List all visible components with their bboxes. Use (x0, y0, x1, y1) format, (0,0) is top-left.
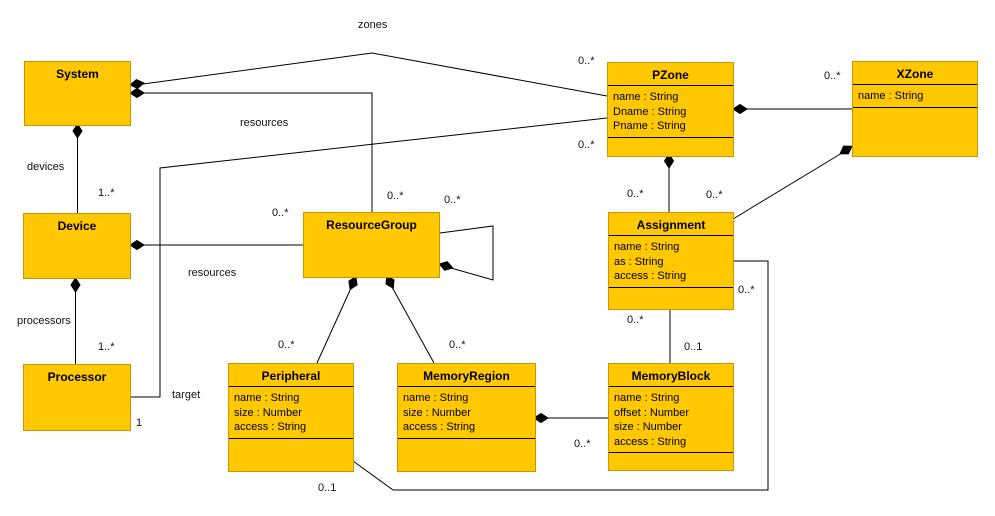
multiplicity-rg-from-device: 0..* (272, 207, 289, 219)
class-title: PZone (652, 68, 689, 82)
class-title: MemoryRegion (423, 369, 510, 383)
attribute: access : String (403, 421, 476, 433)
class-title: Peripheral (261, 369, 321, 383)
edge-resourcegroup-memoryregion (391, 286, 435, 364)
attribute: name : String (613, 91, 679, 103)
composition-diamond-system-resources (129, 87, 145, 99)
association-label-devices: devices (27, 161, 65, 173)
composition-diamond-resourcegroup-self (438, 261, 454, 271)
attributes-compartment: name : String offset : Number size : Num… (609, 386, 733, 453)
composition-diamond-system-zones (129, 78, 145, 90)
multiplicity-assignment-from-xzone: 0..* (706, 189, 723, 201)
class-title: System (56, 67, 99, 81)
multiplicity-pzone-target: 0..* (578, 139, 595, 151)
operations-compartment (609, 288, 733, 310)
multiplicity-processor: 1..* (98, 341, 115, 353)
attribute: name : String (234, 392, 300, 404)
composition-diamond-xzone-assignment (839, 145, 853, 155)
edge-assignment-peripheral (352, 260, 769, 491)
multiplicity-assignment-from-pzone: 0..* (627, 188, 644, 200)
association-label-processors: processors (17, 315, 71, 327)
multiplicity-peripheral-bottom: 0..1 (318, 482, 337, 494)
class-xzone[interactable]: XZone name : String (852, 61, 978, 157)
multiplicity-peripheral: 0..* (278, 339, 295, 351)
attribute: Dname : String (613, 105, 687, 118)
multiplicity-memoryregion: 0..* (449, 339, 466, 351)
composition-diamond-system-device (72, 123, 83, 139)
composition-diamond-pzone-assignment (663, 153, 675, 169)
attributes-compartment: name : String (853, 84, 977, 108)
attribute: size : Number (403, 406, 471, 419)
composition-diamond-device-processor (70, 277, 81, 293)
edge-system-pzone-zones (142, 52, 608, 97)
multiplicity-pzone-zones: 0..* (578, 55, 595, 67)
attribute: size : Number (614, 421, 682, 433)
attribute: name : String (614, 392, 680, 404)
class-memoryblock[interactable]: MemoryBlock name : String offset : Numbe… (608, 363, 734, 471)
association-label-target: target (172, 389, 201, 401)
multiplicity-memoryblock: 0..1 (684, 341, 703, 353)
attributes-compartment: name : String Dname : String Pname : Str… (608, 85, 733, 138)
attribute: name : String (403, 392, 469, 404)
attribute: access : String (234, 421, 307, 433)
multiplicity-assignment-memblock: 0..* (627, 314, 644, 326)
class-system[interactable]: System (24, 61, 131, 126)
attribute: name : String (614, 241, 680, 253)
class-title: Assignment (636, 218, 706, 232)
association-label-zones: zones (358, 19, 388, 31)
composition-diamond-device-resourcegroup (129, 239, 145, 251)
operations-compartment (853, 108, 977, 157)
composition-diamond-resourcegroup-memoryregion (385, 275, 395, 289)
edge-xzone-assignment (732, 152, 843, 220)
class-title: ResourceGroup (326, 218, 417, 232)
attribute: name : String (858, 90, 924, 102)
class-title: XZone (896, 67, 934, 81)
class-pzone[interactable]: PZone name : String Dname : String Pname… (607, 62, 734, 157)
class-title: Processor (47, 370, 107, 384)
multiplicity-device: 1..* (98, 187, 115, 199)
attribute: Pname : String (613, 120, 686, 132)
attribute: access : String (614, 270, 687, 282)
composition-diamond-resourcegroup-peripheral (348, 275, 358, 291)
operations-compartment (609, 453, 733, 470)
multiplicity-memoryblock-from-region: 0..* (574, 438, 591, 450)
attribute: size : Number (234, 406, 302, 419)
attribute: access : String (614, 435, 687, 448)
class-assignment[interactable]: Assignment name : String as : String acc… (608, 212, 734, 310)
class-title: MemoryBlock (631, 369, 711, 383)
attributes-compartment: name : String as : String access : Strin… (609, 235, 733, 288)
edge-resourcegroup-self-loop (439, 225, 494, 281)
operations-compartment (608, 138, 733, 157)
class-peripheral[interactable]: Peripheral name : String size : Number a… (228, 363, 354, 472)
multiplicity-assignment-right: 0..* (738, 284, 755, 296)
class-memoryregion[interactable]: MemoryRegion name : String size : Number… (397, 363, 536, 472)
multiplicity-xzone-from-pzone: 0..* (824, 70, 841, 82)
edge-pzone-processor-target (131, 117, 608, 398)
attribute: offset : Number (614, 406, 689, 419)
edge-system-resourcegroup-resources (143, 92, 373, 212)
class-device[interactable]: Device (23, 213, 131, 279)
multiplicity-rg-self: 0..* (444, 194, 461, 206)
attributes-compartment: name : String size : Number access : Str… (398, 386, 535, 439)
operations-compartment (398, 439, 535, 472)
attributes-compartment: name : String size : Number access : Str… (229, 386, 353, 439)
class-resourcegroup[interactable]: ResourceGroup (303, 212, 440, 278)
attribute: as : String (614, 255, 664, 268)
multiplicity-rg-from-system: 0..* (387, 190, 404, 202)
association-label-resources-system: resources (240, 117, 289, 129)
class-processor[interactable]: Processor (23, 364, 131, 431)
operations-compartment (229, 439, 353, 472)
multiplicity-processor-target: 1 (136, 417, 143, 429)
composition-diamond-pzone-xzone (732, 103, 748, 115)
association-label-resources-device: resources (188, 267, 237, 279)
class-title: Device (57, 219, 97, 233)
edge-resourcegroup-peripheral (316, 287, 352, 364)
composition-diamond-memoryregion-memoryblock (533, 412, 549, 424)
